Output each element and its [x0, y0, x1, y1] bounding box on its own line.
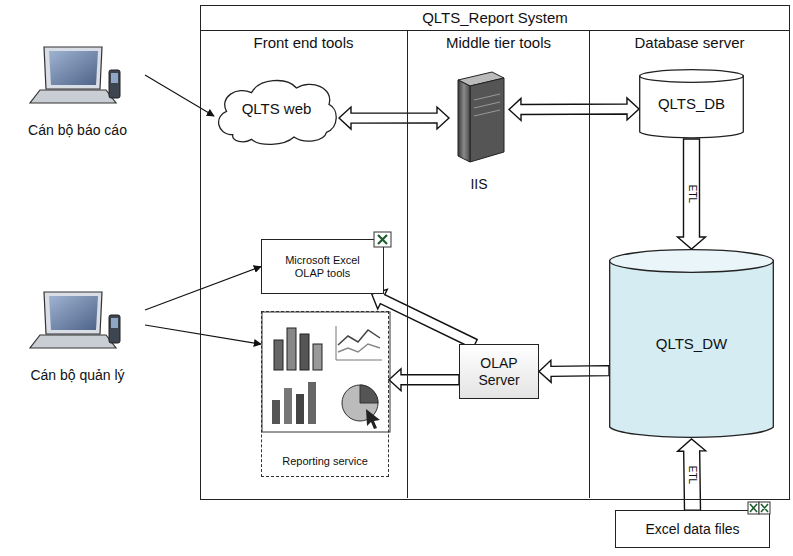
node-label: Reporting service [282, 455, 368, 468]
laptop-icon [30, 292, 120, 348]
bar [272, 400, 280, 424]
cylinder-body [640, 76, 744, 138]
laptop-screen [49, 51, 98, 85]
edge-label: ETL [687, 464, 697, 484]
phone-screen [111, 73, 118, 83]
connector-line [145, 267, 261, 311]
system-title: QLTS_Report System [201, 6, 789, 31]
database-cylinder: QLTS_DB [639, 69, 744, 139]
excel-icon [748, 502, 770, 514]
laptop-icon [30, 47, 120, 103]
block-arrow [372, 289, 477, 348]
server-box: OLAP Server [459, 344, 539, 399]
bar [296, 394, 304, 424]
column-heading: Middle tier tools [446, 34, 551, 51]
connector-line [145, 325, 261, 344]
reporting-box: Reporting service [261, 311, 389, 477]
cylinder-body [610, 261, 774, 437]
server-node: IIS [449, 64, 509, 194]
laptop-lid [44, 47, 102, 89]
laptop-base [30, 90, 116, 103]
phone [109, 315, 120, 343]
node-label: IIS [470, 176, 487, 192]
excel-icon-frame [374, 232, 391, 247]
web-cloud: QLTS web [214, 74, 339, 144]
tier-column: Front end toolsQLTS webMicrosoft Excel O… [200, 30, 408, 498]
cursor-icon [366, 409, 380, 429]
cloud-shape [219, 81, 337, 145]
node-label: QLTS_DB [658, 95, 725, 112]
connector-line [145, 75, 214, 116]
server-side [470, 78, 504, 162]
server-slot [474, 110, 500, 116]
block-arrow [539, 360, 609, 382]
excel-icon [374, 232, 391, 247]
warehouse-cylinder: QLTS_DW [609, 249, 774, 439]
excel-icon-x [750, 504, 768, 512]
server-slot [474, 102, 500, 108]
line-chart [338, 330, 380, 345]
phone-screen [111, 318, 118, 328]
user-node: Cán bộ quản lý [10, 285, 145, 385]
file-box: Excel data files [615, 510, 770, 548]
cylinder-top [610, 250, 774, 273]
tier-column: Middle tier toolsIIS OLAP Server [408, 30, 590, 498]
excel-icon-frame [759, 502, 770, 514]
server-slot [474, 94, 500, 100]
node-label: OLAP Server [466, 355, 532, 387]
node-label: Cán bộ quản lý [30, 367, 124, 383]
edge-label: ETL [687, 184, 697, 204]
block-arrow [678, 139, 706, 249]
chart-panel [262, 312, 390, 432]
column-heading: Database server [634, 34, 744, 51]
laptop-lid [44, 292, 102, 334]
pie-slice [360, 385, 378, 403]
block-arrow [339, 107, 449, 129]
tier-column: Database serverQLTS_DB QLTS_DW [590, 30, 789, 498]
block-arrow [509, 98, 639, 120]
node-label: Microsoft Excel OLAP tools [275, 254, 371, 279]
bar [284, 388, 292, 424]
user-node: Cán bộ báo cáo [10, 40, 145, 140]
bar [287, 328, 296, 370]
bar [300, 334, 309, 370]
line-chart [338, 344, 380, 352]
node-label: QLTS web [242, 100, 312, 117]
bar [274, 340, 283, 370]
cylinder-top [640, 70, 744, 83]
node-label: Cán bộ báo cáo [28, 122, 127, 138]
system-frame: QLTS_Report SystemFront end toolsQLTS we… [200, 5, 790, 500]
report-charts [262, 312, 390, 432]
block-arrow [389, 369, 459, 391]
laptop-screen [49, 296, 98, 330]
server-top [458, 72, 504, 86]
phone [109, 70, 120, 98]
tool-box: Microsoft Excel OLAP tools [261, 239, 384, 294]
bar [313, 344, 322, 370]
laptop-base [30, 335, 116, 348]
server-icon [458, 72, 504, 162]
pie-chart [342, 385, 378, 421]
column-heading: Front end tools [253, 34, 353, 51]
node-label: Excel data files [645, 521, 739, 537]
excel-icon-x [378, 235, 387, 244]
excel-icon-frame [748, 502, 759, 514]
server-front [458, 80, 470, 162]
node-label: QLTS_DW [656, 335, 727, 352]
bar [308, 382, 316, 424]
chart-axis [336, 326, 382, 360]
